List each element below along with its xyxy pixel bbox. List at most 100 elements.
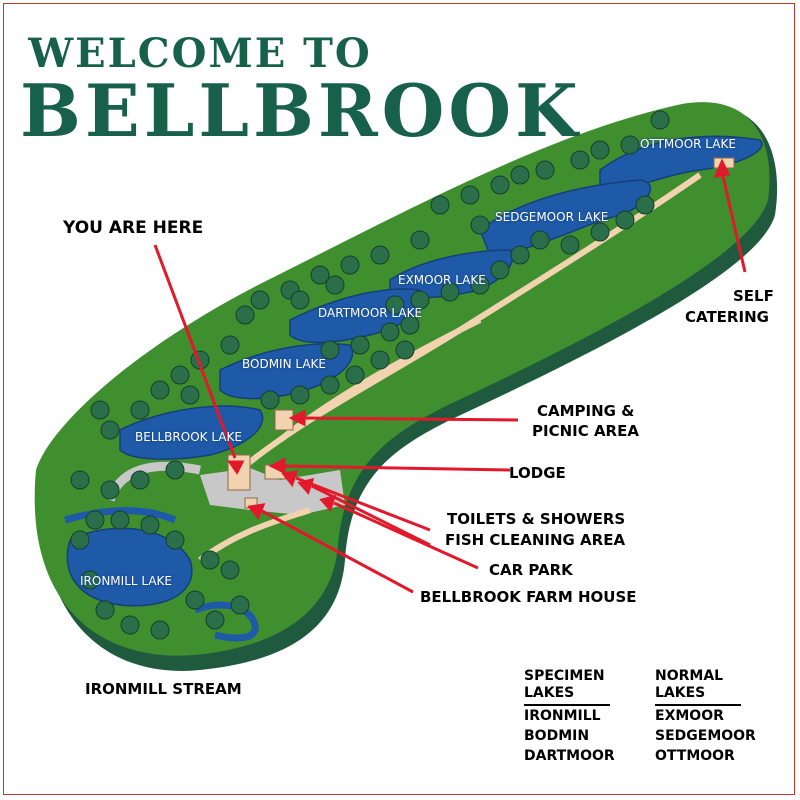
legend-specimen-heading-line2: LAKES [524, 685, 575, 701]
tree [340, 255, 360, 275]
tree [615, 210, 635, 230]
tree [220, 335, 240, 355]
tree [100, 480, 120, 500]
tree [290, 290, 310, 310]
tree [410, 290, 430, 310]
tree [170, 365, 190, 385]
tree [80, 570, 100, 590]
tree [430, 195, 450, 215]
camping-label-line1: CAMPING & [537, 402, 635, 420]
tree [590, 222, 610, 242]
tree [70, 530, 90, 550]
sedgemoor-lake-label: SEDGEMOOR LAKE [495, 210, 609, 224]
tree [165, 530, 185, 550]
tree [140, 515, 160, 535]
tree [490, 260, 510, 280]
tree [510, 245, 530, 265]
tree [440, 282, 460, 302]
bellbrook-lake-label: BELLBROOK LAKE [135, 430, 242, 444]
tree [130, 400, 150, 420]
title-line2: BELLBROOK [20, 68, 582, 153]
legend-normal-item: EXMOOR [655, 708, 724, 724]
pointer-arrows [153, 158, 747, 594]
tree [150, 620, 170, 640]
tree [250, 290, 270, 310]
tree [260, 390, 280, 410]
tree [370, 245, 390, 265]
tree [620, 135, 640, 155]
tree [205, 610, 225, 630]
tree [90, 400, 110, 420]
legend-normal-heading-line2: LAKES [655, 685, 706, 701]
tree [220, 560, 240, 580]
tree [230, 595, 250, 615]
tree [310, 265, 330, 285]
fish-cleaning-label: FISH CLEANING AREA [445, 531, 626, 549]
tree [490, 175, 510, 195]
bodmin-lake-label: BODMIN LAKE [242, 357, 327, 371]
you-are-here-label: YOU ARE HERE [63, 218, 204, 238]
tree [185, 590, 205, 610]
tree [535, 160, 555, 180]
tree [560, 235, 580, 255]
legend-specimen-item: IRONMILL [524, 708, 601, 724]
tree [345, 365, 365, 385]
tree [470, 215, 490, 235]
tree [510, 165, 530, 185]
tree [650, 110, 670, 130]
tree [395, 340, 415, 360]
ironmill-stream-label: IRONMILL STREAM [85, 680, 242, 698]
tree [590, 140, 610, 160]
tree-clusters [70, 110, 670, 640]
tree [400, 315, 420, 335]
self-catering-label-line1: SELF [733, 287, 774, 305]
tree [180, 385, 200, 405]
lodge-label: LODGE [509, 464, 566, 482]
car-park-label: CAR PARK [489, 561, 573, 579]
tree [530, 230, 550, 250]
ottmoor-lake-label: OTTMOOR LAKE [640, 137, 736, 151]
lodge-building [227, 454, 251, 491]
tree [570, 150, 590, 170]
tree [325, 275, 345, 295]
tree [150, 380, 170, 400]
lakes-water [64, 135, 763, 642]
tree [165, 460, 185, 480]
tree [110, 510, 130, 530]
bellbrook-lake-water [119, 405, 264, 460]
legend-normal-heading: NORMAL LAKES [655, 668, 741, 706]
legend-normal-item: OTTMOOR [655, 748, 735, 764]
tree [470, 275, 490, 295]
legend-normal-heading-line1: NORMAL [655, 668, 724, 684]
tree [100, 420, 120, 440]
tree [460, 185, 480, 205]
tree [120, 615, 140, 635]
ironmill-lake-water [66, 527, 193, 607]
map-frame [3, 3, 795, 795]
tree [320, 375, 340, 395]
self-catering-label-line2: CATERING [685, 308, 769, 326]
tree [350, 335, 370, 355]
tree [235, 305, 255, 325]
camping-label-line2: PICNIC AREA [532, 422, 639, 440]
legend-specimen-heading: SPECIMEN LAKES [524, 668, 610, 706]
bodmin-lake-water [219, 342, 354, 400]
tree [320, 340, 340, 360]
legend-specimen-item: DARTMOOR [524, 748, 615, 764]
legend-specimen-heading-line1: SPECIMEN [524, 668, 605, 684]
tree [95, 600, 115, 620]
legend-specimen-item: BODMIN [524, 728, 590, 744]
tree [200, 550, 220, 570]
tree [70, 470, 90, 490]
ironmill-lake-label: IRONMILL LAKE [80, 574, 172, 588]
tree [380, 322, 400, 342]
tree [635, 195, 655, 215]
farm-house-label: BELLBROOK FARM HOUSE [420, 588, 637, 606]
tree [130, 470, 150, 490]
legend-normal-item: SEDGEMOOR [655, 728, 756, 744]
dartmoor-lake-label: DARTMOOR LAKE [318, 306, 423, 320]
tree [385, 295, 405, 315]
island-land [34, 102, 770, 656]
toilets-label: TOILETS & SHOWERS [447, 510, 626, 528]
